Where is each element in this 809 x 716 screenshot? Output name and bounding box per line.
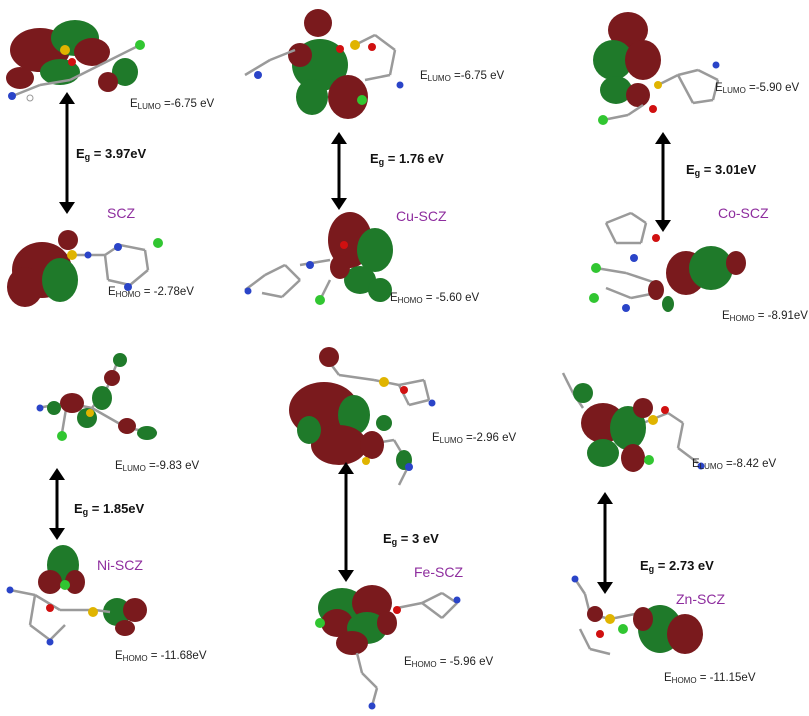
fe-gap-arrow: [338, 462, 354, 582]
ni-homo-energy: EHOMO = -11.68eV: [115, 650, 207, 663]
cu-name: Cu-SCZ: [396, 208, 447, 224]
cu-gap-arrow: [331, 132, 347, 210]
scz-gap-arrow: [59, 92, 75, 214]
co-lumo-energy: ELUMO =-5.90 eV: [715, 82, 800, 95]
cu-homo-orbital: [244, 212, 393, 305]
ni-homo-orbital: [6, 545, 147, 646]
zn-gap-label: Eg = 2.73 eV: [640, 558, 714, 574]
scz-homo-energy: EHOMO = -2.78eV: [108, 286, 194, 299]
ni-name: Ni-SCZ: [97, 557, 143, 573]
co-homo-energy: EHOMO = -8.91eV: [722, 310, 808, 323]
cu-lumo-energy: ELUMO =-6.75 eV: [420, 70, 505, 83]
scz-homo-orbital: [7, 230, 163, 307]
zn-lumo-energy: ELUMO =-8.42 eV: [692, 458, 777, 471]
ni-gap-label: Eg = 1.85eV: [74, 501, 145, 517]
co-gap-label: Eg = 3.01eV: [686, 162, 757, 178]
cu-gap-label: Eg = 1.76 eV: [370, 151, 444, 167]
ni-lumo-orbital: [36, 353, 158, 441]
fe-gap-label: Eg = 3 eV: [383, 531, 439, 547]
fe-name: Fe-SCZ: [414, 564, 463, 580]
fe-lumo-energy: ELUMO =-2.96 eV: [432, 432, 517, 445]
co-name: Co-SCZ: [718, 205, 769, 221]
ni-gap-arrow: [49, 468, 65, 540]
scz-lumo-orbital: [6, 20, 145, 102]
zn-homo-orbital: [571, 575, 703, 656]
co-gap-arrow: [655, 132, 671, 232]
zn-lumo-orbital: [561, 372, 705, 472]
cu-homo-energy: EHOMO = -5.60 eV: [390, 292, 480, 305]
scz-lumo-energy: ELUMO =-6.75 eV: [130, 98, 215, 111]
zn-gap-arrow: [597, 492, 613, 594]
zn-name: Zn-SCZ: [676, 591, 725, 607]
scz-name: SCZ: [107, 205, 135, 221]
fe-lumo-orbital: [289, 347, 436, 486]
fe-homo-energy: EHOMO = -5.96 eV: [404, 656, 494, 669]
scz-gap-label: Eg = 3.97eV: [76, 146, 147, 162]
fe-homo-orbital: [315, 585, 461, 710]
co-lumo-orbital: [593, 12, 720, 125]
ni-lumo-energy: ELUMO =-9.83 eV: [115, 460, 200, 473]
co-homo-orbital: [589, 211, 746, 312]
zn-homo-energy: EHOMO = -11.15eV: [664, 672, 756, 685]
cu-lumo-orbital: [244, 9, 404, 119]
